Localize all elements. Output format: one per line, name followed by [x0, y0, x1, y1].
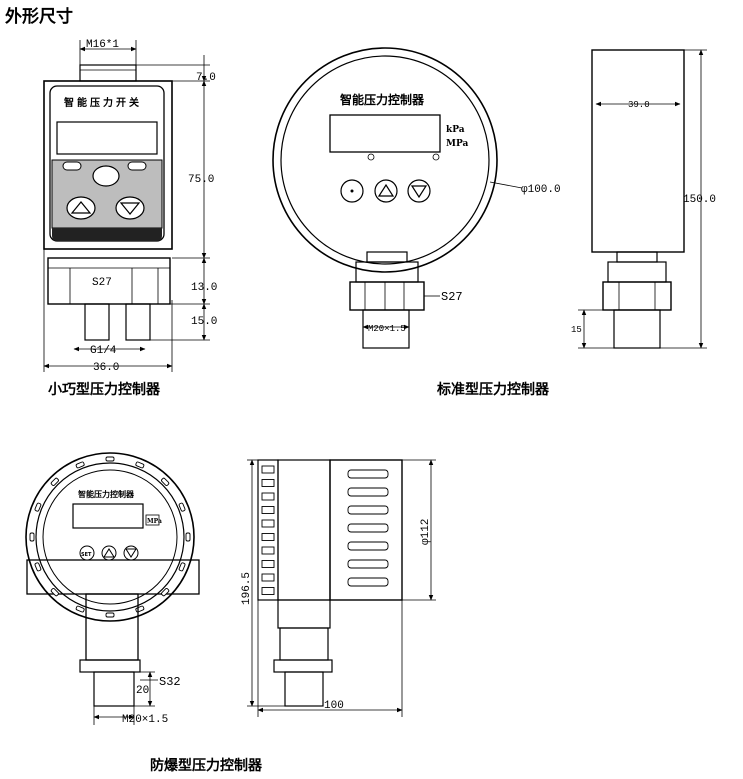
xp-ring-slot: [75, 461, 85, 469]
xp-side-rib: [261, 519, 275, 528]
xp-ring-slot: [178, 502, 186, 512]
standard-side-height: 150.0: [683, 194, 716, 206]
compact-dim-hex-height: 13.0: [191, 282, 217, 294]
xp-set-button[interactable]: SET: [79, 545, 95, 561]
xp-side-slot: [347, 577, 389, 587]
standard-panel-text: 智能压力控制器: [339, 92, 425, 107]
xp-display: [72, 503, 144, 529]
xp-side-rib: [261, 560, 275, 568]
xp-ring-slot: [34, 562, 42, 572]
xp-side-rib: [261, 573, 275, 582]
xp-ring-slot: [75, 605, 85, 613]
xp-ring-slot: [50, 477, 59, 486]
compact-dim-thread-height: 15.0: [191, 316, 217, 328]
standard-down-button[interactable]: [407, 179, 431, 203]
xp-down-button[interactable]: [123, 545, 139, 561]
xp-side-rib: [261, 506, 275, 514]
xp-side-slot: [347, 541, 389, 551]
compact-panel-text: 智能压力开关: [64, 96, 142, 109]
compact-caption: 小巧型压力控制器: [48, 381, 161, 398]
xp-side-rib: [261, 479, 275, 487]
standard-dim-thread: M20×1.5: [368, 324, 406, 334]
xp-side-rib: [261, 492, 275, 501]
xp-ring-slot: [34, 502, 42, 512]
xp-dim-thread-len: 20: [136, 685, 149, 697]
standard-caption: 标准型压力控制器: [436, 381, 550, 398]
xp-side-height: 196.5: [241, 572, 253, 605]
xp-side-slot: [347, 469, 389, 479]
xp-side-slot: [347, 523, 389, 533]
standard-controller-side: 39.0 150.0 15: [571, 49, 716, 349]
xp-ring-slot: [161, 588, 170, 597]
xp-up-button[interactable]: [101, 545, 117, 561]
xp-side-width: 100: [324, 700, 344, 712]
xp-ring-slot: [135, 605, 145, 613]
standard-unit-kpa: kPa: [446, 125, 465, 135]
compact-display: [56, 121, 158, 155]
xp-unit: MPa: [147, 518, 162, 525]
xp-ring-slot: [161, 477, 170, 486]
compact-up-button[interactable]: [66, 196, 96, 220]
xp-side-rib: [261, 587, 275, 595]
standard-dim-hex: S27: [441, 290, 463, 304]
standard-display: [329, 114, 441, 153]
standard-controller-front: 智能压力控制器 kPa MPa φ100.0 S27 M20×1: [272, 47, 561, 398]
xp-side-diameter: φ112: [420, 519, 432, 545]
compact-dim-body: 75.0: [188, 174, 214, 186]
compact-controller-drawing: M16*1 智能压力开关 S27: [43, 39, 217, 398]
explosion-proof-front: 智能压力控制器 MPa SET S32 20 M20×1.5 防爆: [25, 452, 263, 774]
explosion-proof-side: 196.5 φ112 100: [241, 459, 436, 717]
compact-dim-width: 36.0: [93, 362, 119, 374]
compact-dim-cap: 7.0: [196, 72, 216, 84]
standard-unit-mpa: MPa: [446, 139, 468, 149]
xp-side-slot: [347, 505, 389, 515]
xp-ring-slot: [178, 562, 186, 572]
compact-down-button[interactable]: [115, 196, 145, 220]
xp-caption: 防爆型压力控制器: [150, 757, 263, 774]
xp-dim-hex: S32: [159, 675, 181, 689]
xp-side-slot: [347, 559, 389, 569]
compact-right-small-button[interactable]: [127, 161, 147, 171]
xp-side-slot: [347, 487, 389, 497]
svg-text:SET: SET: [81, 552, 92, 558]
compact-left-small-button[interactable]: [62, 161, 82, 171]
dim-thread-top: M16*1: [86, 39, 119, 51]
xp-dim-thread: M20×1.5: [122, 714, 168, 726]
standard-up-button[interactable]: [374, 179, 398, 203]
xp-ring-slot: [135, 461, 145, 469]
xp-side-rib: [261, 546, 275, 555]
xp-ring-slot: [185, 532, 191, 542]
standard-set-button[interactable]: [340, 179, 364, 203]
xp-side-rib: [261, 465, 275, 474]
xp-ring-slot: [105, 612, 115, 618]
compact-center-button[interactable]: [92, 165, 120, 187]
xp-panel-text: 智能压力控制器: [78, 489, 135, 499]
xp-side-rib: [261, 533, 275, 541]
page-title: 外形尺寸: [5, 6, 73, 27]
xp-ring-slot: [29, 532, 35, 542]
standard-side-thread-len: 15: [571, 325, 582, 335]
xp-ring-slot: [50, 588, 59, 597]
standard-dim-diameter: φ100.0: [521, 184, 561, 196]
xp-ring-slot: [105, 456, 115, 462]
compact-dim-port: G1/4: [90, 345, 117, 357]
compact-dim-hex: S27: [92, 277, 112, 289]
standard-side-depth: 39.0: [628, 100, 650, 110]
